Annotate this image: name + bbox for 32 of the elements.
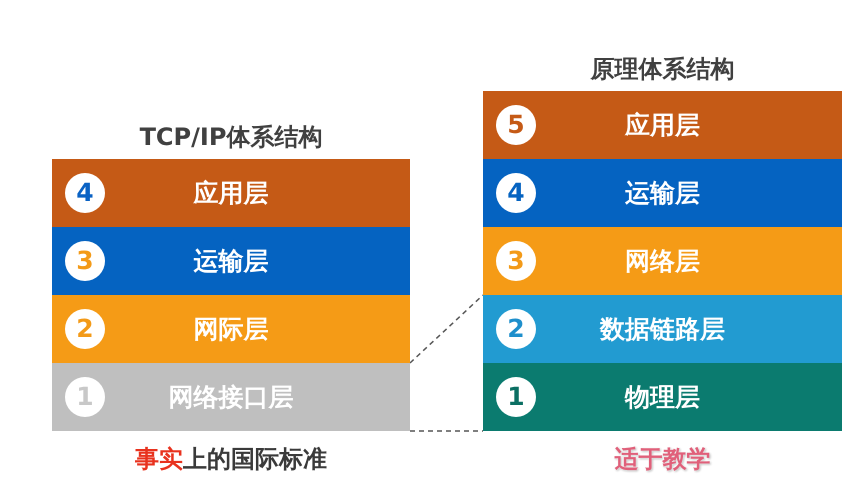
stack-title: TCP/IP体系结构 [140, 122, 322, 153]
layer-number: 1 [496, 377, 536, 417]
stack-title: 原理体系结构 [590, 54, 734, 85]
layer-name: 数据链路层 [600, 314, 725, 346]
stack-caption: 事实上的国际标准 [135, 444, 327, 475]
layer-number: 4 [65, 173, 105, 213]
layer-name: 运输层 [625, 178, 700, 210]
layer-name: 应用层 [625, 110, 700, 142]
layer-band [483, 91, 842, 159]
layer-number: 5 [496, 105, 536, 145]
layer-name: 物理层 [625, 382, 700, 414]
layer-band [52, 363, 410, 431]
layer-name: 网络接口层 [168, 382, 294, 414]
stack-caption: 适于教学 [614, 444, 710, 475]
layer-number: 3 [496, 241, 536, 281]
layer-number: 3 [65, 241, 105, 281]
layer-band [483, 227, 842, 295]
layer-band [483, 159, 842, 227]
layer-band [52, 227, 410, 295]
layer-number: 2 [496, 309, 536, 349]
layer-band [52, 159, 410, 227]
layer-number: 4 [496, 173, 536, 213]
layer-band [483, 295, 842, 363]
dashed-mapping-line [410, 430, 483, 432]
layer-name: 应用层 [194, 178, 268, 210]
layer-band [52, 295, 410, 363]
layer-band [483, 363, 842, 431]
layer-name: 运输层 [194, 246, 268, 278]
layer-name: 网络层 [625, 246, 700, 278]
layer-name: 网际层 [194, 314, 268, 346]
dashed-mapping-line [409, 294, 484, 364]
layer-number: 2 [65, 309, 105, 349]
